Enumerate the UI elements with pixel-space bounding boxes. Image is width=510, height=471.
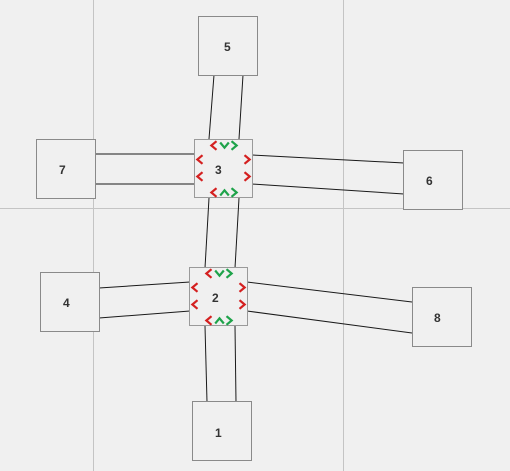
chevron-right-icon[interactable] (225, 315, 234, 326)
chevron-left-icon[interactable] (204, 268, 213, 279)
chevron-down-icon[interactable] (219, 141, 230, 150)
node-label: 7 (59, 163, 66, 177)
chevron-left-icon[interactable] (195, 154, 204, 165)
edge-3-5[interactable] (208, 74, 244, 140)
chevron-left-icon[interactable] (190, 282, 199, 293)
hub-2[interactable]: 2 (189, 267, 248, 326)
node-label: 5 (224, 40, 231, 54)
chevron-right-icon[interactable] (238, 282, 247, 293)
edge-3-7[interactable] (95, 153, 194, 185)
chevron-right-icon[interactable] (238, 299, 247, 310)
hub-3[interactable]: 3 (194, 139, 253, 198)
chevron-up-icon[interactable] (214, 316, 225, 325)
edges (95, 74, 413, 403)
node-label: 1 (215, 426, 222, 440)
chevron-down-icon[interactable] (214, 269, 225, 278)
node-1[interactable]: 1 (192, 401, 252, 461)
node-4[interactable]: 4 (40, 272, 100, 332)
chevron-left-icon[interactable] (204, 315, 213, 326)
chevron-left-icon[interactable] (209, 140, 218, 151)
edge-3-2[interactable] (204, 197, 240, 269)
edge-2-4[interactable] (98, 281, 191, 319)
node-label: 6 (426, 174, 433, 188)
chevron-up-icon[interactable] (219, 188, 230, 197)
node-label: 2 (212, 291, 219, 305)
chevron-right-icon[interactable] (230, 140, 239, 151)
chevron-right-icon[interactable] (225, 268, 234, 279)
chevron-left-icon[interactable] (209, 187, 218, 198)
edge-2-8[interactable] (246, 281, 413, 334)
chevron-right-icon[interactable] (243, 171, 252, 182)
hub-arrows (190, 140, 252, 326)
node-5[interactable]: 5 (198, 16, 258, 76)
edge-3-6[interactable] (251, 154, 405, 195)
node-6[interactable]: 6 (403, 150, 463, 210)
node-label: 3 (215, 163, 222, 177)
node-8[interactable]: 8 (412, 287, 472, 347)
node-label: 8 (434, 311, 441, 325)
edge-2-1[interactable] (204, 325, 237, 403)
node-7[interactable]: 7 (36, 139, 96, 199)
nodes: 5 7 6 4 8 1 3 2 (36, 16, 472, 461)
node-label: 4 (63, 296, 70, 310)
chevron-right-icon[interactable] (230, 187, 239, 198)
chevron-left-icon[interactable] (190, 299, 199, 310)
chevron-right-icon[interactable] (243, 154, 252, 165)
chevron-left-icon[interactable] (195, 171, 204, 182)
